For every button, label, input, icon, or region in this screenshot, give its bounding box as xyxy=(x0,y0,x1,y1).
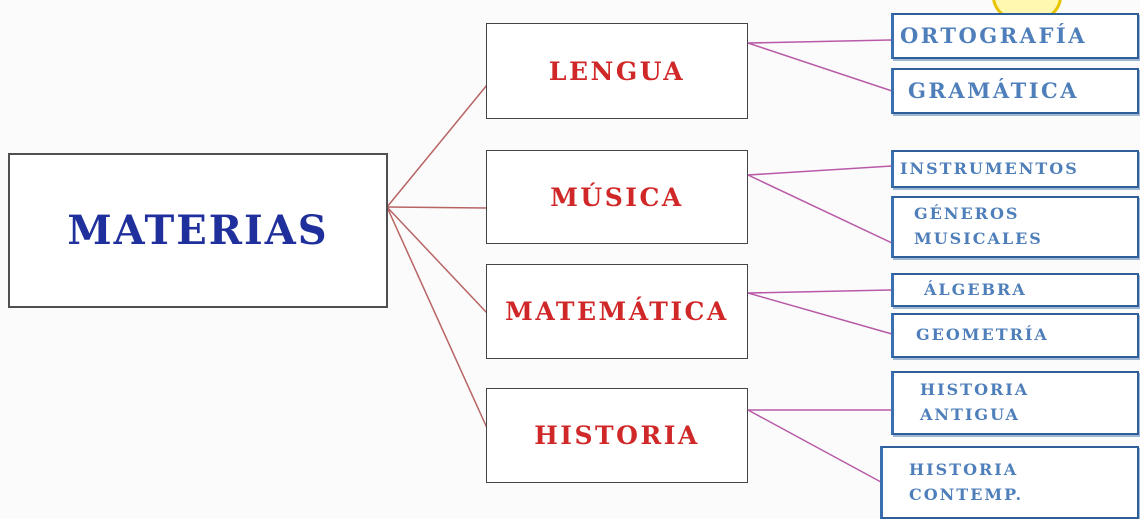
subtopic-label: INSTRUMENTOS xyxy=(900,158,1079,178)
subtopic-ortografia: ORTOGRAFÍA xyxy=(891,13,1139,59)
category-label: LENGUA xyxy=(548,56,686,86)
connector-matematica-algebra xyxy=(747,289,893,294)
subtopic-label: GRAMÁTICA xyxy=(908,77,1080,103)
connector-musica-instrumentos xyxy=(747,165,893,176)
category-label: MÚSICA xyxy=(550,182,684,212)
category-lengua: LENGUA xyxy=(486,23,748,119)
category-label: HISTORIA xyxy=(534,421,700,450)
subtopic-instrumentos: INSTRUMENTOS xyxy=(891,150,1139,188)
connector-historia-contemp xyxy=(747,409,893,489)
subtopic-geometria: GEOMETRÍA xyxy=(891,313,1139,358)
subtopic-label: HISTORIA ANTIGUA xyxy=(920,380,1030,424)
connector-root-lengua xyxy=(386,84,488,208)
category-historia: HISTORIA xyxy=(486,388,748,483)
connector-root-historia xyxy=(386,206,488,429)
root-label: MATERIAS xyxy=(67,207,329,254)
subtopic-label: ÁLGEBRA xyxy=(924,279,1027,299)
subtopic-label: HISTORIA CONTEMP. xyxy=(909,459,1024,504)
connector-root-musica xyxy=(386,206,488,209)
subtopic-historia-antigua: HISTORIA ANTIGUA xyxy=(891,371,1139,435)
connector-matematica-geometria xyxy=(747,292,893,335)
connector-root-matematica xyxy=(386,206,488,314)
subtopic-algebra: ÁLGEBRA xyxy=(891,273,1139,307)
category-matematica: MATEMÁTICA xyxy=(486,264,748,359)
subtopic-label: GEOMETRÍA xyxy=(916,325,1049,345)
connector-musica-generos xyxy=(747,174,893,244)
subtopic-label: ORTOGRAFÍA xyxy=(900,22,1088,48)
subtopic-generos-musicales: GÉNEROS MUSICALES xyxy=(891,196,1139,258)
category-musica: MÚSICA xyxy=(486,150,748,244)
subtopic-gramatica: GRAMÁTICA xyxy=(891,68,1139,114)
connector-lengua-ortografia xyxy=(747,39,893,44)
category-label: MATEMÁTICA xyxy=(505,297,729,326)
root-node: MATERIAS xyxy=(8,153,388,308)
subtopic-historia-contemp: HISTORIA CONTEMP. xyxy=(880,446,1139,519)
subtopic-label: GÉNEROS MUSICALES xyxy=(914,204,1043,248)
connector-lengua-gramatica xyxy=(747,42,893,92)
